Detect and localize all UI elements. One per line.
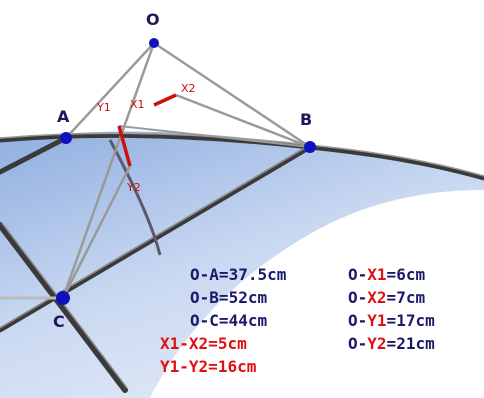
measure-o-x1-to: X1 bbox=[367, 265, 387, 284]
measure-o-x1-from: O bbox=[348, 265, 358, 284]
label-x2: X2 bbox=[181, 82, 196, 95]
pole-a-c bbox=[0, 222, 128, 393]
measure-o-y2-from: O bbox=[348, 334, 358, 353]
measure-o-a-to: A bbox=[209, 265, 219, 284]
label-c: C bbox=[53, 312, 65, 331]
measure-o-a: O-A=37.5cm bbox=[190, 265, 287, 284]
measure-o-x2: O-X2=7cm bbox=[348, 288, 426, 307]
measure-o-x1: O-X1=6cm bbox=[348, 265, 426, 284]
measure-o-y2-to: Y2 bbox=[367, 334, 387, 353]
cable-o-b bbox=[153, 41, 311, 149]
measure-y1-y2-from: Y1 bbox=[160, 357, 180, 376]
measure-o-x2-value: 7cm bbox=[396, 288, 426, 307]
measure-x1-x2-value: 5cm bbox=[217, 334, 247, 353]
measure-o-x2-to: X2 bbox=[367, 288, 387, 307]
measure-o-c-value: 44cm bbox=[228, 311, 268, 330]
pole-a-c-hl bbox=[1, 222, 128, 389]
cable-o-c bbox=[61, 42, 156, 299]
measure-o-a-from: O bbox=[190, 265, 200, 284]
pole-top-arc-highlight bbox=[0, 132, 484, 177]
measure-o-y2-value: 21cm bbox=[396, 334, 435, 353]
measure-o-a-value: 37.5cm bbox=[228, 265, 287, 284]
measure-o-c: O-C=44cm bbox=[190, 311, 268, 330]
measure-o-b-value: 52cm bbox=[228, 288, 268, 307]
label-o: O bbox=[146, 10, 160, 29]
node-b bbox=[304, 141, 316, 153]
sail-rib bbox=[108, 139, 162, 256]
measure-x1-x2: X1-X2=5cm bbox=[160, 334, 247, 353]
label-a: A bbox=[57, 107, 70, 126]
node-a bbox=[60, 132, 72, 144]
measure-o-y1-value: 17cm bbox=[396, 311, 435, 330]
sail-cutout bbox=[150, 190, 484, 398]
cable-x2-b bbox=[175, 93, 311, 149]
measure-y1-y2-value: 16cm bbox=[217, 357, 257, 376]
measure-o-y1: O-Y1=17cm bbox=[348, 311, 435, 330]
measure-o-c-to: C bbox=[209, 311, 219, 330]
measure-o-y2: O-Y2=21cm bbox=[348, 334, 435, 353]
sail-surface bbox=[0, 131, 484, 398]
pole-a-left bbox=[0, 135, 69, 175]
label-x1: X1 bbox=[130, 98, 145, 111]
segment-x1-x2 bbox=[153, 93, 177, 107]
measure-o-c-from: O bbox=[190, 311, 200, 330]
label-y1: Y1 bbox=[97, 101, 111, 114]
node-c bbox=[56, 291, 70, 305]
measure-y1-y2: Y1-Y2=16cm bbox=[160, 357, 257, 376]
label-b: B bbox=[300, 110, 313, 129]
measure-o-x2-from: O bbox=[348, 288, 358, 307]
segment-y1-y2 bbox=[117, 125, 132, 167]
measure-o-b-from: O bbox=[190, 288, 200, 307]
measure-x1-x2-to: X2 bbox=[188, 334, 209, 353]
cable-y1-b bbox=[118, 125, 311, 148]
measure-o-b: O-B=52cm bbox=[190, 288, 268, 307]
measure-x1-x2-from: X1 bbox=[160, 334, 180, 353]
measure-o-y1-to: Y1 bbox=[367, 311, 387, 330]
measure-o-x1-value: 6cm bbox=[396, 265, 426, 284]
measure-o-y1-from: O bbox=[348, 311, 358, 330]
cable-y2-c bbox=[61, 165, 132, 299]
measure-o-b-to: B bbox=[209, 288, 219, 307]
node-o bbox=[149, 38, 159, 48]
label-y2: Y2 bbox=[127, 181, 141, 194]
cable-o-a bbox=[65, 42, 155, 139]
measure-y1-y2-to: Y2 bbox=[188, 357, 209, 376]
